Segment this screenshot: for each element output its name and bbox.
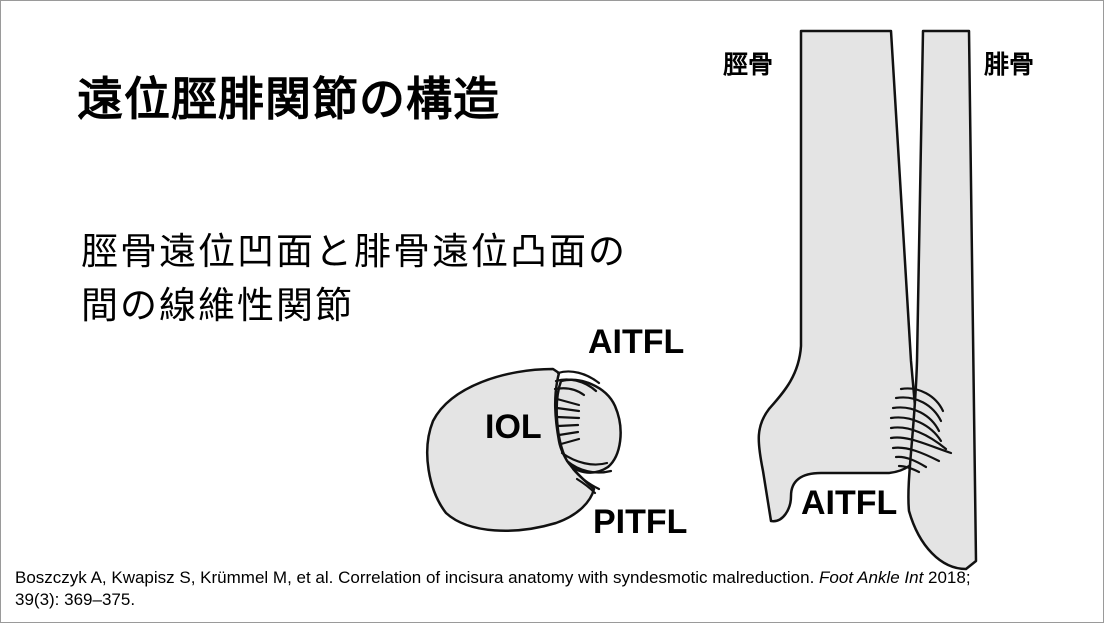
citation-journal: Foot Ankle Int xyxy=(819,568,924,587)
ligament-hatching-anterior xyxy=(889,387,953,474)
citation-line-1: Boszczyk A, Kwapisz S, Krümmel M, et al.… xyxy=(15,567,1095,589)
citation-prefix: Boszczyk A, Kwapisz S, Krümmel M, et al.… xyxy=(15,568,820,587)
slide-title: 遠位脛腓関節の構造 xyxy=(77,72,500,126)
fibula-label: 腓骨 xyxy=(984,50,1035,79)
iol-label: IOL xyxy=(485,408,542,446)
anterior-view-diagram xyxy=(757,29,978,571)
tibia-shaft xyxy=(757,29,921,523)
citation: Boszczyk A, Kwapisz S, Krümmel M, et al.… xyxy=(15,567,1095,611)
citation-suffix: 2018; xyxy=(923,568,971,587)
pitfl-label: PITFL xyxy=(593,503,688,541)
cross-section-diagram xyxy=(426,367,622,532)
citation-line-2: 39(3): 369–375. xyxy=(15,590,136,609)
body-text: 脛骨遠位凹面と腓骨遠位凸面の 間の線維性関節 xyxy=(81,225,627,333)
body-line-1: 脛骨遠位凹面と腓骨遠位凸面の xyxy=(81,230,627,273)
tibia-label: 脛骨 xyxy=(723,50,774,79)
body-line-2: 間の線維性関節 xyxy=(81,284,354,327)
fibula-shaft xyxy=(907,29,978,571)
aitfl-label-top: AITFL xyxy=(588,323,685,361)
aitfl-label-bottom: AITFL xyxy=(801,484,898,522)
ligament-hatching-cross-section xyxy=(553,370,613,495)
